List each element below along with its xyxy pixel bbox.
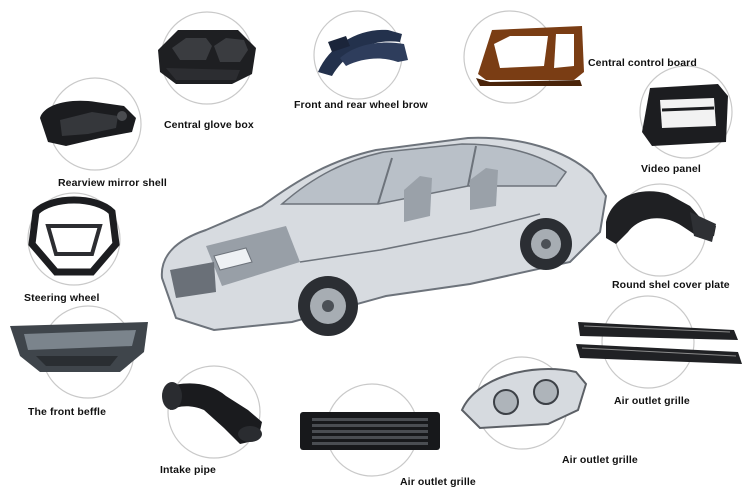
label-intake-pipe: Intake pipe — [160, 464, 216, 476]
central-glove-box-image — [158, 30, 256, 84]
label-central-glove-box: Central glove box — [164, 119, 254, 131]
rearview-mirror-shell-image — [40, 100, 136, 146]
label-round-shel-cover-plate: Round shel cover plate — [612, 279, 730, 291]
car-image — [160, 136, 608, 336]
label-video-panel: Video panel — [641, 163, 701, 175]
label-air-outlet-grille-headlamp: Air outlet grille — [562, 454, 638, 466]
video-panel-image — [642, 84, 728, 146]
label-front-beffle: The front beffle — [28, 406, 107, 418]
label-steering-wheel: Steering wheel — [24, 292, 100, 304]
round-shel-cover-plate-image — [606, 191, 716, 244]
label-front-rear-wheel-brow: Front and rear wheel brow — [294, 99, 428, 111]
headlamp-image — [460, 368, 588, 430]
air-outlet-grille-bottom-image — [300, 412, 440, 450]
steering-wheel-image — [28, 196, 120, 276]
intake-pipe-image — [162, 382, 262, 444]
wheel-brow-image — [318, 29, 408, 76]
label-rearview-mirror-shell: Rearview mirror shell — [58, 177, 167, 189]
label-central-control-board: Central control board — [588, 57, 697, 69]
label-air-outlet-grille-bottom: Air outlet grille — [400, 476, 476, 488]
air-outlet-grille-right-image — [576, 322, 742, 364]
central-control-board-image — [476, 26, 584, 86]
label-air-outlet-grille-right: Air outlet grille — [614, 395, 690, 407]
front-beffle-image — [10, 322, 148, 372]
